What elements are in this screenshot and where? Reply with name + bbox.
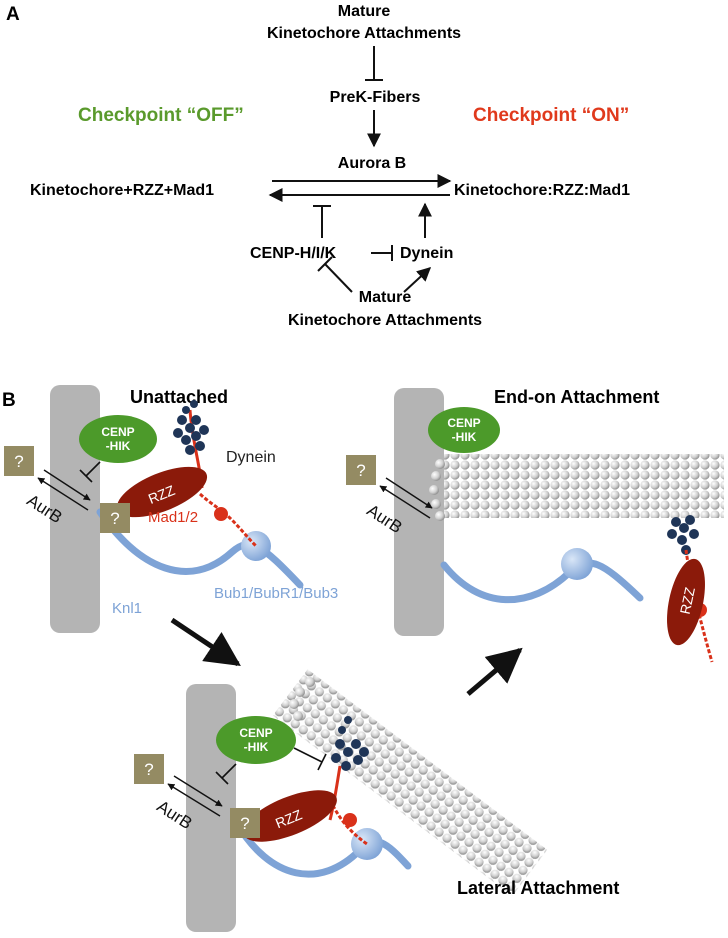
transition-to-endon (466, 647, 523, 696)
cenp-inhibit-bar-b (79, 469, 93, 483)
unattached-title: Unattached (130, 387, 228, 407)
cenp-hik-ellipse (79, 415, 157, 463)
unknown-box-lateral-free (134, 754, 164, 784)
panel-a: A Mature Kinetochore Attachments PreK-Fi… (6, 3, 630, 329)
unknown-label-lateral-bound: ? (240, 814, 249, 833)
mad-label: Mad1/2 (148, 509, 198, 526)
mature-cenp-line (324, 263, 353, 293)
checkpoint-on: Checkpoint “ON” (473, 105, 629, 126)
panel-b: B Unattached Dynein RZZ Mad1/2 (2, 385, 724, 932)
mature-cenp-bar (317, 256, 333, 272)
rzz-ellipse (116, 466, 208, 518)
dynein-a: Dynein (400, 245, 453, 262)
endon-title: End-on Attachment (494, 387, 659, 407)
mature-dynein-arrow (403, 267, 432, 293)
dynein-motor-endon (667, 515, 699, 555)
cenp-hik-ellipse-lateral (216, 716, 296, 764)
unknown-box-free (4, 446, 34, 476)
unknown-box-endon (346, 455, 376, 485)
bub-label: Bub1/BubR1/Bub3 (214, 585, 338, 602)
dynein-motor-lateral (331, 716, 369, 771)
cenp-lateral-1: CENP (239, 726, 272, 740)
dynein-label: Dynein (226, 449, 276, 466)
unknown-label-endon: ? (356, 461, 365, 480)
mature-bottom-line2: Kinetochore Attachments (288, 312, 482, 329)
endon-state: End-on Attachment RZZ CENP -HIK (346, 387, 724, 663)
splayed-protofilaments (429, 459, 445, 521)
unknown-label-lateral-free: ? (144, 760, 153, 779)
panel-a-label: A (6, 4, 20, 25)
aurb-reverse-endon (379, 485, 431, 519)
aurb-forward-lateral (173, 775, 223, 807)
rzz-ellipse-endon (667, 558, 705, 646)
mad-coil (198, 492, 258, 548)
cenp-lateral-2: -HIK (244, 740, 269, 754)
cenp-aurb-inhibit (221, 763, 237, 779)
mature-bottom-line1: Mature (359, 289, 412, 306)
bub-complex (241, 531, 271, 561)
bub-complex-endon (561, 548, 593, 580)
unattached-state: Unattached Dynein RZZ Mad1/2 C (4, 385, 338, 633)
lateral-state: RZZ CENP -HIK ? ? AurB Lateral Attachmen… (134, 669, 619, 932)
panel-b-label: B (2, 390, 16, 411)
kinetochore-free: Kinetochore+RZZ+Mad1 (30, 182, 214, 199)
splayed-protofilaments-lateral (289, 677, 315, 721)
kinetochore-plate-endon (394, 388, 444, 636)
prek-fibers: PreK-Fibers (330, 89, 421, 106)
bub-complex-lateral (351, 828, 383, 860)
cenp-dynein-inhibit (293, 747, 323, 763)
unknown-label-bound: ? (110, 509, 119, 528)
rzz-ellipse-lateral (243, 790, 337, 842)
kinetochore-bound: Kinetochore:RZZ:Mad1 (454, 182, 630, 199)
cenp-label-1: CENP (101, 425, 134, 439)
checkpoint-off: Checkpoint “OFF” (78, 105, 244, 126)
rzz-label-endon: RZZ (677, 585, 698, 615)
lateral-title: Lateral Attachment (457, 878, 619, 898)
aurb-reverse-lateral (167, 783, 221, 817)
knl1-strand-lateral (232, 818, 412, 878)
kinetochore-plate-lateral (186, 684, 236, 932)
mad-head-lateral (343, 813, 357, 827)
unknown-box-lateral-bound (230, 808, 260, 838)
knl1-strand-endon (440, 559, 644, 604)
cenp-hik-ellipse-endon (428, 407, 500, 453)
microtubule-lateral (272, 669, 548, 897)
mature-top-line1: Mature (338, 3, 391, 20)
cenp-label-2: -HIK (106, 439, 131, 453)
aurb-forward (43, 469, 91, 501)
knl1-label: Knl1 (112, 600, 142, 617)
mature-top-line2: Kinetochore Attachments (267, 25, 461, 42)
cenp-dynein-bar-lateral (317, 753, 327, 771)
transition-to-lateral (170, 617, 241, 667)
cenp-hik: CENP-H/I/K (250, 245, 337, 262)
microtubule-endon (444, 454, 724, 518)
aurb-forward-endon (385, 477, 433, 509)
unknown-label-free: ? (14, 452, 23, 471)
cenp-endon-2: -HIK (452, 430, 477, 444)
cenp-inhibit-line-b (85, 461, 101, 477)
dynein-motor (173, 400, 209, 455)
cenp-aurb-bar (215, 771, 229, 785)
cenp-endon-1: CENP (447, 416, 480, 430)
aurora-b: Aurora B (338, 155, 406, 172)
unknown-box-bound (100, 503, 130, 533)
aurb-reverse (37, 477, 89, 511)
mad-head (214, 507, 228, 521)
